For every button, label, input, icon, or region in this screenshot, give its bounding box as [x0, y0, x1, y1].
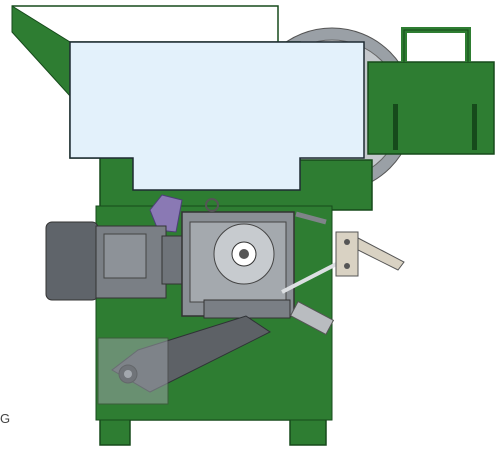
outfeed-chute: [367, 27, 495, 155]
side-label: G: [0, 411, 11, 426]
bracket-plate: [335, 231, 405, 277]
electric-motor: [45, 221, 185, 301]
gearbox: [181, 198, 295, 319]
tension-spring: [289, 300, 335, 336]
frame-hole: [167, 17, 173, 23]
base-plate: [97, 337, 169, 405]
hopper: [69, 41, 365, 191]
linkage-rod: [295, 211, 327, 225]
frame-hole: [230, 15, 240, 25]
